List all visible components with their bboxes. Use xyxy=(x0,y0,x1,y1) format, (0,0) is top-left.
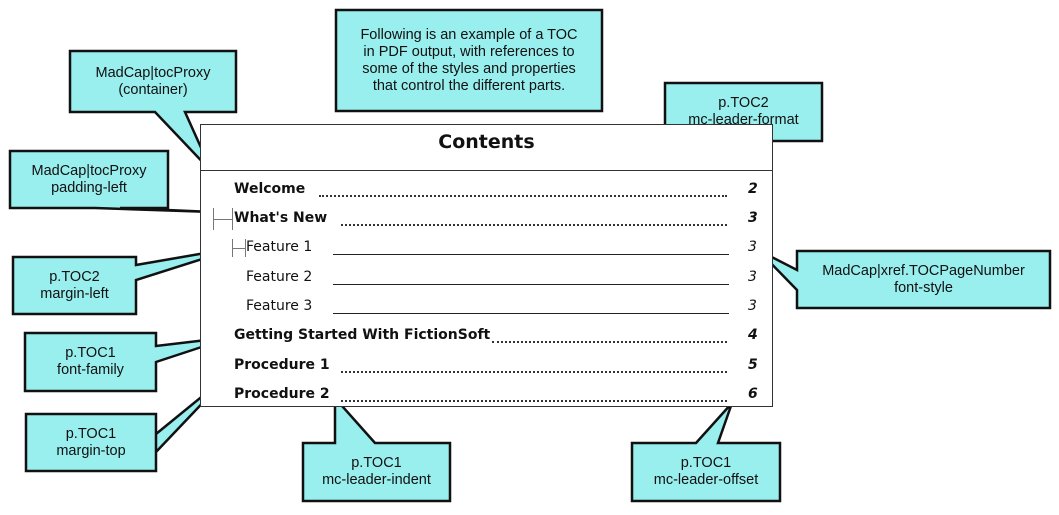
callout-line-2: mc-leader-indent xyxy=(322,472,431,488)
callout-shape-toc1-margin-top xyxy=(24,371,233,473)
callout-line-2: padding-left xyxy=(51,179,127,196)
toc-title: Contents xyxy=(438,131,535,153)
intro-line-2: in PDF output, with references to xyxy=(363,43,575,60)
callout-line-2: margin-left xyxy=(40,285,109,302)
callout-line-1: p.TOC1 xyxy=(65,345,116,361)
toc-title-rule xyxy=(200,170,773,171)
callout-line-2: mc-leader-offset xyxy=(653,472,759,488)
callout-shape-toc1-font-family xyxy=(23,331,233,393)
callout-toc1-margin-top: p.TOC1 margin-top xyxy=(26,414,156,471)
toc-leader-whats-new xyxy=(341,224,727,226)
toc-leader-feature-3 xyxy=(333,313,729,314)
toc-leader-feature-1 xyxy=(333,254,729,255)
intro-box-shape xyxy=(334,8,604,113)
toc-entry-getting-started[interactable]: Getting Started With FictionSoft xyxy=(234,327,491,343)
callout-line-1: p.TOC2 xyxy=(718,95,769,111)
toc-page-feature-1: 3 xyxy=(748,239,757,255)
toc-frame xyxy=(200,124,773,407)
callout-line-2: font-family xyxy=(57,362,124,378)
callout-toc2-margin-left: p.TOC2 margin-left xyxy=(13,257,136,314)
callout-line-1: MadCap|tocProxy xyxy=(95,64,211,81)
toc-leader-feature-2 xyxy=(333,284,729,285)
callout-toc-proxy-container: MadCap|tocProxy (container) xyxy=(70,51,236,112)
toc-page-welcome: 2 xyxy=(748,181,758,197)
intro-line-1: Following is an example of a TOC xyxy=(360,26,578,43)
callout-line-2: margin-top xyxy=(56,442,126,459)
toc-entry-whats-new[interactable]: What's New xyxy=(234,210,328,226)
toc-page-feature-3: 3 xyxy=(748,298,757,314)
toc-leader-getting-started xyxy=(492,341,727,343)
toc-entry-welcome[interactable]: Welcome xyxy=(234,181,306,197)
toc-page-procedure-1: 5 xyxy=(748,357,758,373)
margin-tick-bar xyxy=(232,248,246,249)
callout-toc-proxy-padding: MadCap|tocProxy padding-left xyxy=(10,151,168,208)
callout-line-1: MadCap|xref.TOCPageNumber xyxy=(822,262,1025,279)
callout-line-1: p.TOC2 xyxy=(49,268,100,285)
toc-entry-procedure-1[interactable]: Procedure 1 xyxy=(234,357,330,373)
toc-page-feature-2: 3 xyxy=(748,269,757,285)
callout-toc1-leader-offset: p.TOC1 mc-leader-offset xyxy=(632,443,780,501)
toc-entry-feature-2[interactable]: Feature 2 xyxy=(246,269,313,285)
toc-leader-procedure-1 xyxy=(341,371,727,373)
callout-line-1: p.TOC1 xyxy=(351,455,402,471)
callout-toc1-font-family: p.TOC1 font-family xyxy=(25,333,156,391)
callout-toc1-leader-indent: p.TOC1 mc-leader-indent xyxy=(303,443,450,501)
callout-shape-toc-proxy-padding xyxy=(8,149,214,214)
toc-leader-procedure-2 xyxy=(341,400,727,402)
intro-note: Following is an example of a TOC in PDF … xyxy=(336,10,602,111)
callout-line-1: p.TOC1 xyxy=(680,455,732,471)
callout-xref-page-number: MadCap|xref.TOCPageNumber font-style xyxy=(797,251,1050,308)
callout-line-2: (container) xyxy=(118,81,188,98)
toc-entry-procedure-2[interactable]: Procedure 2 xyxy=(234,386,330,402)
callout-line-1: MadCap|tocProxy xyxy=(31,162,147,179)
intro-line-3: some of the styles and properties xyxy=(362,60,576,77)
callout-line-1: p.TOC1 xyxy=(65,425,117,442)
callout-shape-toc1-leader-indent xyxy=(301,394,452,503)
callout-shape-xref-page-number xyxy=(757,248,1052,310)
toc-entry-feature-3[interactable]: Feature 3 xyxy=(246,298,313,314)
toc-page-procedure-2: 6 xyxy=(748,386,758,402)
callout-shape-toc2-margin-left xyxy=(11,245,241,316)
toc-page-whats-new: 3 xyxy=(748,210,758,226)
padding-tick-bar xyxy=(213,219,233,220)
callout-line-2: font-style xyxy=(894,279,953,296)
toc-leader-welcome xyxy=(319,195,727,197)
intro-line-4: that control the different parts. xyxy=(372,77,566,94)
callout-line-2: mc-leader-format xyxy=(688,112,799,128)
callout-shape-toc-proxy-container xyxy=(68,49,238,173)
toc-entry-feature-1[interactable]: Feature 1 xyxy=(246,239,313,255)
callout-shape-toc1-leader-offset xyxy=(630,402,782,503)
callout-toc2-leader-format: p.TOC2 mc-leader-format xyxy=(665,83,822,141)
toc-page-getting-started: 4 xyxy=(748,327,758,343)
